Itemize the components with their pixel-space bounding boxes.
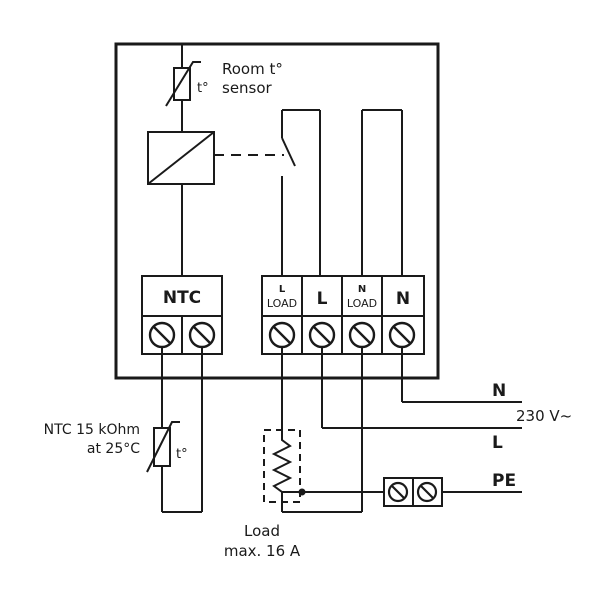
external-ntc-label-line2: at 25°C [87,441,140,457]
screw-l-load [268,321,296,349]
screw-n [388,321,416,349]
external-ntc-symbol: t° [176,447,188,462]
terminal-l-load-bottom: LOAD [267,297,297,310]
terminal-l-load-top: L [279,284,286,295]
supply-l-label: L [492,433,503,453]
terminal-n-load-top: N [358,284,366,295]
load-label-line1: Load [244,522,280,540]
room-sensor-label-line2: sensor [222,79,273,97]
load-wiring [263,347,384,513]
pe-terminal-block [383,477,522,507]
relay-switch [281,109,321,276]
supply-n-label: N [492,381,506,401]
supply-lines [321,347,522,429]
external-ntc-wiring [146,347,203,513]
relay-coil [147,131,215,276]
room-sensor-symbol [165,44,201,132]
pe-label: PE [492,471,516,491]
room-sensor-label-line1: Room t° [222,60,283,78]
supply-voltage-label: 230 V~ [516,407,572,425]
ntc-terminal-block [141,275,223,355]
external-ntc-label-line1: NTC 15 kOhm [44,422,140,438]
ntc-terminal-label: NTC [163,288,201,308]
screw-l [308,321,336,349]
screw-n-load [348,321,376,349]
neutral-bridge [361,109,403,276]
power-terminal-block [261,275,425,355]
terminal-n-load-bottom: LOAD [347,297,377,310]
screw-ntc-2 [188,321,216,349]
screw-ntc-1 [148,321,176,349]
thermostat-housing [114,42,440,380]
load-label-line2: max. 16 A [224,542,301,560]
terminal-l: L [317,289,328,309]
room-sensor-symbol-label: t° [197,81,209,96]
terminal-n: N [396,289,410,309]
